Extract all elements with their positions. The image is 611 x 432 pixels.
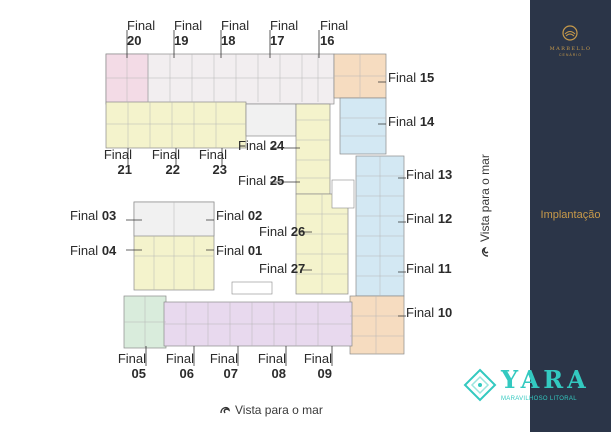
unit-label-word: Final: [257, 351, 286, 366]
page-title: Implantação: [540, 209, 601, 221]
unit-label-number: 07: [223, 366, 238, 381]
yara-logo: YARA MARAVILHOSO LITORAL: [463, 364, 608, 410]
unit-label-word: Final: [174, 18, 203, 33]
unit-label-word: Final: [259, 224, 288, 239]
brand-subtitle: CENÁRIO: [559, 53, 582, 57]
unit-label-word: Final: [209, 351, 238, 366]
unit-label-26: Final 26: [259, 224, 305, 239]
marbello-logo-icon: [562, 25, 578, 41]
unit-label-word: Final: [216, 243, 245, 258]
unit-label-word: Final: [221, 18, 250, 33]
unit-label-word: Final: [117, 351, 146, 366]
unit-label-word: Final: [151, 147, 180, 162]
unit-label-word: Final: [388, 70, 417, 85]
unit-label-number: 25: [269, 173, 285, 188]
yara-wordmark: YARA: [501, 365, 590, 394]
unit-label-number: 24: [269, 138, 285, 153]
unit-label-word: Final: [198, 147, 227, 162]
unit-label-word: Final: [388, 114, 417, 129]
sea-view-text: Vista para o mar: [478, 154, 492, 242]
unit-label-number: 22: [165, 162, 180, 177]
unit-label-number: 12: [437, 211, 453, 226]
unit-label-number: 19: [174, 33, 189, 48]
floor-plan: [105, 30, 406, 366]
unit-label-word: Final: [70, 243, 99, 258]
unit-label-word: Final: [406, 211, 435, 226]
unit-label-number: 15: [419, 70, 435, 85]
unit-label-number: 05: [131, 366, 146, 381]
unit-label-word: Final: [216, 208, 245, 223]
unit-label-word: Final: [238, 138, 267, 153]
unit-label-number: 11: [437, 261, 452, 276]
unit-label-number: 01: [247, 243, 263, 258]
unit-label-number: 13: [437, 167, 453, 182]
yara-diamond-icon: [463, 368, 497, 402]
unit-label-word: Final: [238, 173, 267, 188]
unit-label-word: Final: [320, 18, 349, 33]
unit-label-number: 14: [419, 114, 435, 129]
unit-label-number: 10: [437, 305, 453, 320]
unit-label-word: Final: [259, 261, 288, 276]
unit-label-number: 18: [221, 33, 236, 48]
unit-label-number: 23: [212, 162, 227, 177]
unit-label-word: Final: [70, 208, 99, 223]
unit-label-03: Final 03: [70, 208, 116, 223]
unit-label-10: Final 10: [406, 305, 452, 320]
unit-label-number: 21: [117, 162, 132, 177]
unit-label-word: Final: [303, 351, 332, 366]
unit-label-number: 04: [101, 243, 117, 258]
unit-label-15: Final 15: [388, 70, 434, 85]
wave-icon: [220, 406, 231, 414]
unit-label-word: Final: [127, 18, 156, 33]
yara-tagline: MARAVILHOSO LITORAL: [501, 396, 577, 402]
unit-label-number: 16: [320, 33, 335, 48]
unit-label-word: Final: [103, 147, 132, 162]
unit-label-14: Final 14: [388, 114, 434, 129]
unit-label-number: 08: [271, 366, 286, 381]
unit-label-25: Final 25: [238, 173, 284, 188]
unit-label-number: 26: [290, 224, 306, 239]
brand-name: MARBELLO: [549, 46, 592, 52]
unit-label-01: Final 01: [216, 243, 262, 258]
sea-view-label-horizontal: Vista para o mar: [219, 403, 323, 417]
unit-label-27: Final 27: [259, 261, 305, 276]
sea-view-text: Vista para o mar: [235, 403, 323, 417]
unit-label-02: Final 02: [216, 208, 262, 223]
unit-label-13: Final 13: [406, 167, 452, 182]
unit-label-number: 27: [290, 261, 306, 276]
unit-label-word: Final: [270, 18, 299, 33]
unit-label-number: 17: [270, 33, 285, 48]
unit-label-number: 20: [127, 33, 142, 48]
unit-label-number: 06: [179, 366, 194, 381]
sea-view-label-vertical: Vista para o mar: [478, 154, 492, 258]
wave-icon: [481, 246, 489, 257]
unit-label-24: Final 24: [238, 138, 284, 153]
unit-label-word: Final: [406, 167, 435, 182]
unit-label-word: Final: [165, 351, 194, 366]
unit-label-number: 02: [247, 208, 263, 223]
unit-label-04: Final 04: [70, 243, 116, 258]
unit-label-12: Final 12: [406, 211, 452, 226]
unit-label-11: Final 11: [406, 261, 452, 276]
unit-label-number: 03: [101, 208, 117, 223]
unit-label-number: 09: [317, 366, 332, 381]
unit-label-word: Final: [406, 261, 435, 276]
sidebar: MARBELLO CENÁRIO Implantação: [530, 0, 611, 432]
unit-label-word: Final: [406, 305, 435, 320]
